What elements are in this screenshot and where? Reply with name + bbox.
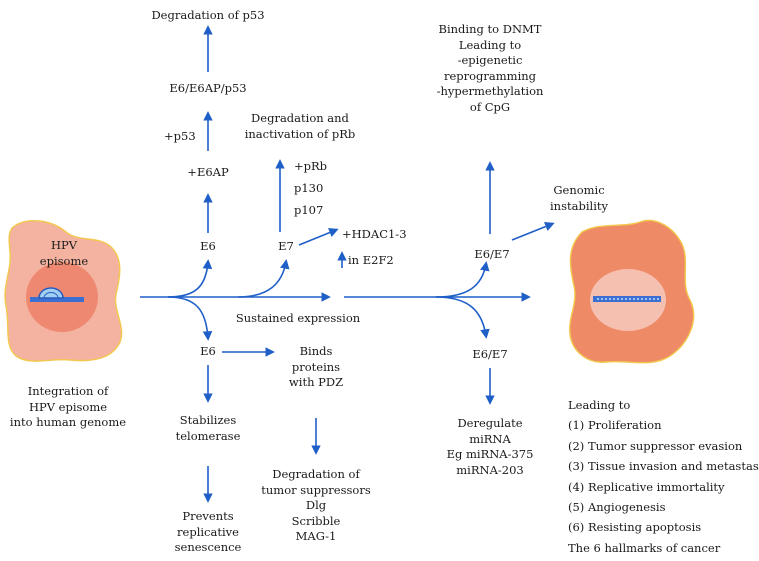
branch-arrow-e6e7-up: [435, 261, 490, 298]
dnmt-line: Binding to DNMT: [438, 22, 542, 36]
stabilizes-telomerase-label: Stabilizes telomerase: [176, 413, 241, 444]
integration-caption: Integration of HPV episome into human ge…: [10, 384, 126, 431]
integrated-dna-bar: [30, 297, 84, 302]
genome-segment-tick: [629, 298, 631, 300]
mirna-line: miRNA: [469, 431, 511, 446]
e6e7-lower-label: E6/E7: [472, 347, 508, 361]
hpv-episome-label: HPV episome: [40, 238, 88, 269]
branch-arrow-e7: [237, 259, 290, 298]
prevents-senescence-label: Prevents replicative senescence: [175, 509, 242, 556]
arrow-e6e7-to-genomic-instability: [511, 222, 555, 241]
hpv-episome-line: episome: [39, 253, 89, 268]
dnmt-line: reprogramming: [443, 68, 537, 83]
tumor-suppressor-line: Dlg: [305, 498, 327, 513]
dnmt-line: of CpG: [469, 99, 511, 114]
sustained-expression-label: Sustained expression: [235, 311, 361, 325]
mirna-line: miRNA-203: [456, 462, 524, 477]
genome-segment-tick: [625, 298, 627, 300]
hpv-episome-inner-ring: [43, 292, 59, 299]
arrow-e7-to-hdac: [298, 228, 339, 246]
e6ap-label: +E6AP: [187, 165, 229, 179]
tumor-suppressor-line: Degradation of: [272, 467, 360, 481]
genomic-instability-label: Genomic instability: [550, 183, 608, 214]
genome-segment-tick: [621, 298, 623, 300]
hallmark-item: (4) Replicative immortality: [568, 479, 725, 494]
e7-label: E7: [278, 239, 294, 253]
integrated-hpv-segments: [597, 298, 659, 300]
prb-partner: p107: [294, 203, 324, 217]
genome-segment-tick: [637, 298, 639, 300]
tumor-suppressor-line: tumor suppressors: [261, 482, 371, 497]
binds-pdz-label: Binds proteins with PDZ: [289, 344, 343, 391]
mirna-line: Eg miRNA-375: [446, 447, 534, 462]
mirna-label: Deregulate miRNA Eg miRNA-375 miRNA-203: [447, 416, 534, 478]
genome-segment-tick: [657, 298, 659, 300]
genome-segment-tick: [609, 298, 611, 300]
hallmark-item: (2) Tumor suppressor evasion: [568, 438, 743, 453]
prb-partner: p130: [294, 181, 324, 195]
genomic-instability-line: instability: [550, 198, 608, 213]
genome-segment-tick: [633, 298, 635, 300]
prevents-senescence-line: Prevents: [182, 509, 234, 523]
binds-pdz-line: Binds: [299, 344, 333, 358]
p53-label: +p53: [164, 129, 196, 143]
e2f2-label: in E2F2: [348, 253, 394, 267]
prb-degradation-line: Degradation and: [251, 111, 349, 125]
prb-degradation-label: Degradation and inactivation of pRb: [245, 111, 356, 142]
e6-lower-label: E6: [200, 344, 216, 358]
genome-segment-tick: [641, 298, 643, 300]
hallmark-item: (1) Proliferation: [568, 418, 662, 433]
mirna-line: Deregulate: [457, 416, 523, 430]
integration-caption-line: Integration of: [27, 384, 109, 398]
hallmark-item: (3) Tissue invasion and metastasis: [568, 459, 759, 474]
tumor-suppressor-line: Scribble: [291, 513, 341, 528]
branch-arrow-e6-up: [167, 259, 213, 298]
binds-pdz-line: proteins: [291, 359, 341, 374]
stabilizes-telomerase-line: Stabilizes: [179, 413, 237, 427]
dnmt-binding-label: Binding to DNMT Leading to -epigenetic r…: [437, 22, 544, 116]
stabilizes-telomerase-line: telomerase: [175, 428, 241, 443]
prevents-senescence-line: senescence: [174, 540, 242, 555]
hallmark-item: (6) Resisting apoptosis: [568, 520, 702, 535]
dnmt-line: Leading to: [458, 37, 522, 52]
prb-degradation-line: inactivation of pRb: [244, 126, 356, 141]
genome-segment-tick: [645, 298, 647, 300]
prevents-senescence-line: replicative: [177, 524, 239, 539]
hallmarks-footer: The 6 hallmarks of cancer: [568, 540, 721, 555]
prb-partner: +pRb: [294, 159, 328, 173]
genomic-instability-line: Genomic: [553, 183, 605, 197]
integration-caption-line: HPV episome: [28, 399, 108, 414]
e6-e6ap-p53-complex-label: E6/E6AP/p53: [169, 81, 247, 95]
tumor-suppressor-degradation-label: Degradation of tumor suppressors Dlg Scr…: [261, 467, 370, 545]
hpv-episome-line: HPV: [50, 238, 78, 252]
prb-partners-list: +pRb p130 p107: [294, 155, 327, 221]
e6-label: E6: [200, 239, 216, 253]
hallmark-item: (5) Angiogenesis: [568, 500, 666, 515]
dnmt-line: -hypermethylation: [436, 84, 544, 99]
dnmt-line: -epigenetic: [457, 53, 523, 68]
integration-caption-line: into human genome: [9, 415, 127, 430]
hdac-label: +HDAC1-3: [342, 227, 407, 241]
hallmarks-header: Leading to: [568, 398, 631, 412]
genome-segment-tick: [613, 298, 615, 300]
genome-segment-tick: [653, 298, 655, 300]
degradation-p53-label: Degradation of p53: [151, 8, 265, 22]
genome-segment-tick: [605, 298, 607, 300]
branch-arrow-e6e7-down: [435, 296, 490, 339]
genome-segment-tick: [597, 298, 599, 300]
genome-segment-tick: [649, 298, 651, 300]
binds-pdz-line: with PDZ: [288, 375, 344, 390]
hallmarks-list: Leading to (1) Proliferation (2) Tumor s…: [568, 395, 759, 558]
e6e7-upper-label: E6/E7: [474, 247, 510, 261]
genome-segment-tick: [617, 298, 619, 300]
genome-segment-tick: [601, 298, 603, 300]
branch-arrow-e6-down: [167, 296, 213, 341]
tumor-suppressor-line: MAG-1: [295, 529, 337, 544]
